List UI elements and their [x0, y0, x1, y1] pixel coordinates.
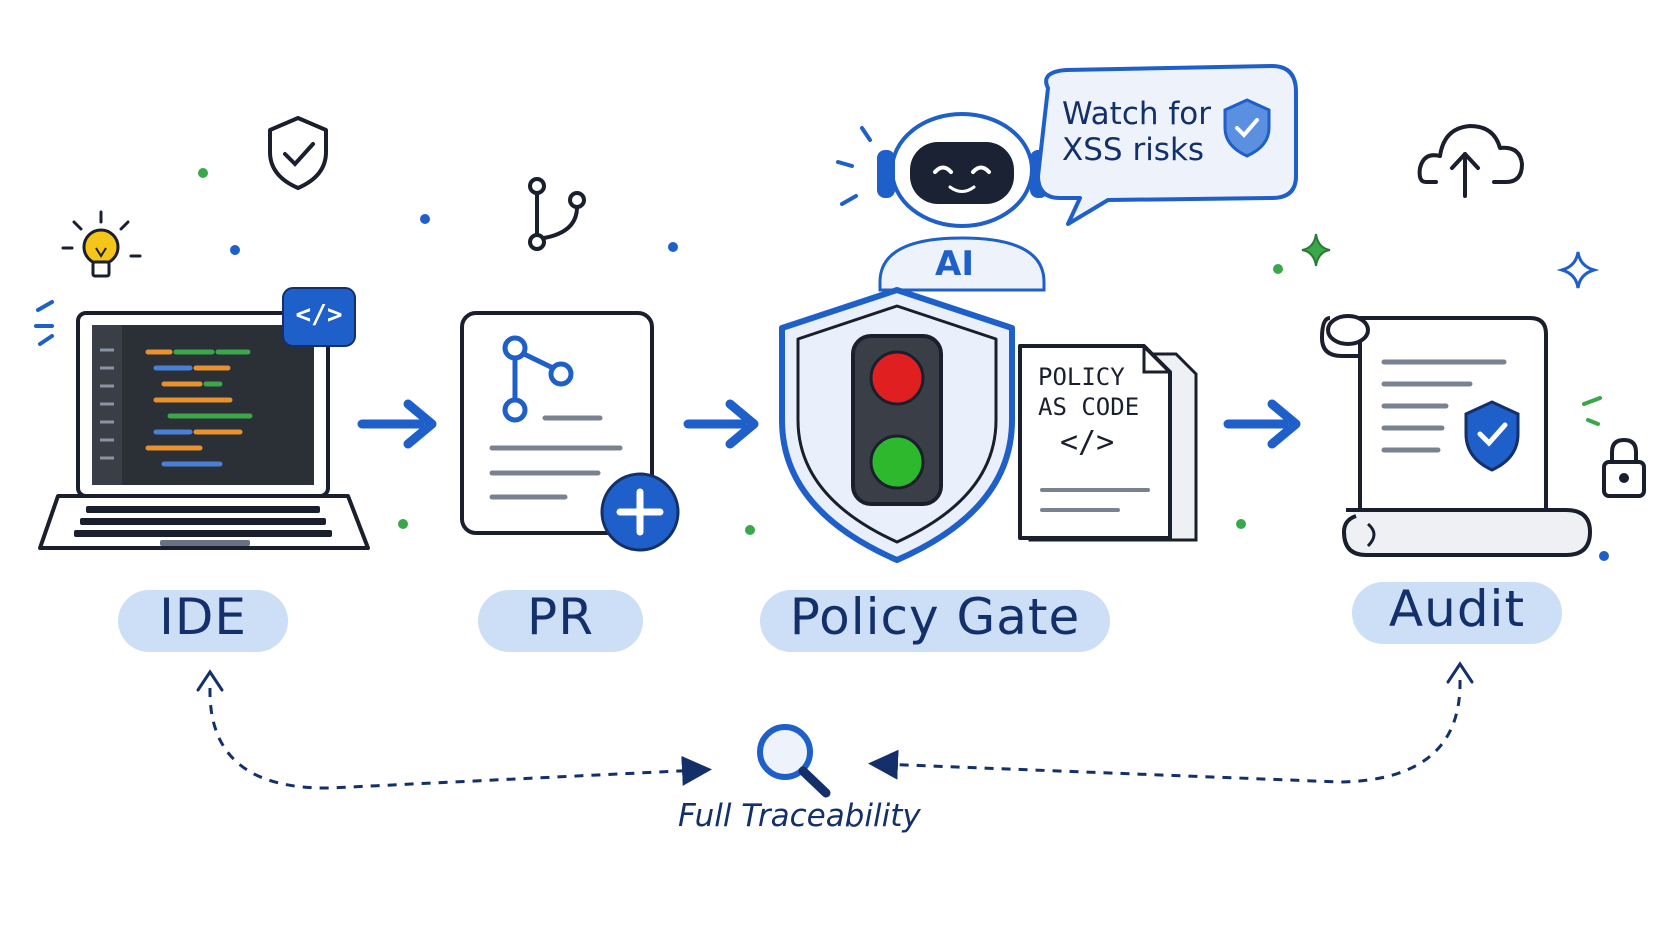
speech-bubble-line-1: Watch for: [1062, 96, 1211, 132]
stage-label-ide: IDE: [159, 588, 247, 646]
policy-doc-line-1: POLICY: [1038, 363, 1125, 391]
speech-bubble-text: Watch for XSS risks: [1062, 96, 1242, 168]
lock-icon: [1602, 437, 1646, 498]
flow-arrow-3: [1223, 399, 1301, 449]
shield-check-icon: [268, 116, 328, 190]
stage-label-audit: Audit: [1388, 580, 1526, 638]
code-badge-icon: [282, 287, 356, 347]
flow-arrow-2: [683, 399, 759, 449]
ide-code-badge-label: </>: [295, 300, 343, 330]
pr-label-highlight: [478, 590, 643, 652]
audit-label-highlight: [1352, 582, 1562, 644]
robot-icon: [836, 112, 1048, 292]
policy-doc-text: POLICY AS CODE </>: [1038, 362, 1139, 458]
accent-marks: [1582, 396, 1602, 426]
laptop-icon: [38, 311, 370, 550]
stage-label-policy-gate: Policy Gate: [789, 588, 1081, 646]
pull-request-doc-icon: [460, 311, 680, 552]
sparkle-outline-icon: [1556, 251, 1600, 289]
ai-badge: AI: [935, 244, 974, 284]
flow-arrow-1: [357, 399, 437, 449]
ide-label-highlight: [118, 590, 288, 652]
cloud-upload-icon: [1417, 124, 1524, 198]
speech-bubble-line-2: XSS risks: [1062, 132, 1205, 168]
magnifier-icon: [757, 724, 831, 798]
traceability-arrowheads: [196, 661, 1474, 692]
policy-doc-line-2: AS CODE: [1038, 393, 1140, 421]
policy-gate-label-highlight: [760, 590, 1110, 652]
traffic-light-icon: [851, 334, 943, 506]
stage-label-pr: PR: [527, 588, 594, 646]
traceability-label: Full Traceability: [678, 798, 921, 834]
sparkle-icon: [1301, 233, 1331, 267]
lightbulb-icon: [61, 210, 142, 278]
traceability-loop: [208, 679, 1462, 790]
branch-icon: [528, 177, 586, 251]
policy-doc-code-glyph: </>: [1060, 425, 1115, 460]
motion-marks: [34, 300, 54, 346]
policy-doc-icon: [1018, 344, 1198, 542]
scroll-icon: [1319, 314, 1593, 557]
decorative-dots: [198, 168, 1609, 561]
speech-bubble: [1036, 64, 1298, 226]
